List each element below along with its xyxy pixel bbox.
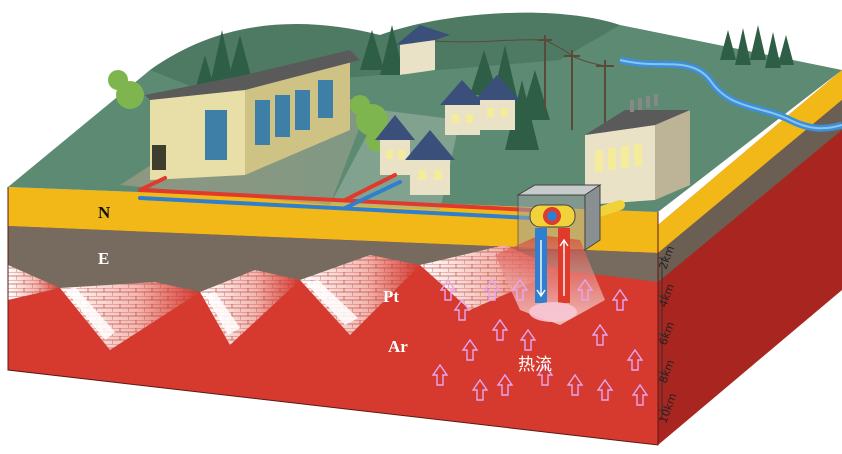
power-lines xyxy=(419,35,614,140)
house-2 xyxy=(405,130,455,195)
layer-label-ar: Ar xyxy=(388,337,408,356)
heat-flow-arrow xyxy=(453,298,471,321)
heat-flow-arrow xyxy=(576,278,594,301)
heat-flow-arrow xyxy=(519,328,537,351)
front-face xyxy=(7,187,659,446)
heat-flow-arrow xyxy=(631,383,649,406)
sand-layer-n xyxy=(8,187,658,253)
heat-flow-arrows xyxy=(431,278,649,406)
house-3 xyxy=(440,80,485,135)
heat-flow-arrow xyxy=(431,363,449,386)
heat-flow-arrow xyxy=(483,278,501,301)
houses xyxy=(375,25,520,195)
geothermal-plant xyxy=(585,94,690,205)
house-1 xyxy=(375,115,415,175)
heat-flow-arrow xyxy=(591,323,609,346)
layer-label-pt: Pt xyxy=(383,287,399,306)
heat-flow-arrow xyxy=(566,373,584,396)
house-5 xyxy=(396,25,450,75)
distribution-pipes xyxy=(138,173,625,220)
layer-label-e: E xyxy=(98,249,109,268)
heat-flow-arrow xyxy=(461,338,479,361)
forest xyxy=(108,25,794,152)
heat-flow-arrow xyxy=(439,278,457,301)
heat-flow-arrow xyxy=(536,363,554,386)
block-right-face xyxy=(658,70,842,445)
heat-flow-arrow xyxy=(611,288,629,311)
geothermal-wells xyxy=(495,228,605,325)
layer-label-n: N xyxy=(98,203,111,222)
factory-building xyxy=(145,50,360,180)
heat-flow-arrow xyxy=(471,378,489,401)
heat-flow-label: 热流 xyxy=(518,355,552,375)
heat-flow-arrow xyxy=(511,278,529,301)
heat-flow-arrow xyxy=(596,378,614,401)
heat-flow-arrow xyxy=(491,318,509,341)
heat-flow-arrow xyxy=(626,348,644,371)
heat-flow-arrow xyxy=(496,373,514,396)
house-4 xyxy=(475,75,520,130)
